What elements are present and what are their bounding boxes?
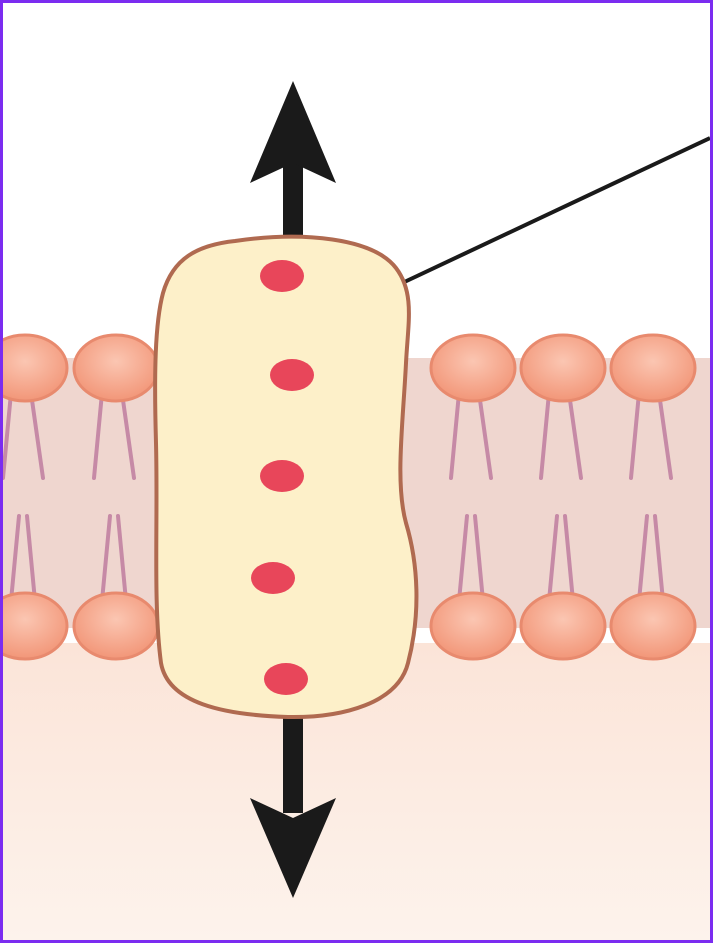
- phospholipid-head: [74, 335, 158, 401]
- phospholipid-head: [74, 593, 158, 659]
- binding-site: [264, 663, 308, 695]
- diagram-canvas: [3, 3, 710, 940]
- binding-site: [260, 260, 304, 292]
- binding-site: [270, 359, 314, 391]
- binding-site: [260, 460, 304, 492]
- phospholipid-head: [521, 335, 605, 401]
- phospholipid-head: [431, 335, 515, 401]
- leader-line: [398, 138, 710, 285]
- phospholipid-head: [521, 593, 605, 659]
- binding-site: [251, 562, 295, 594]
- up-arrow-icon: [250, 81, 336, 248]
- phospholipid-head: [611, 593, 695, 659]
- phospholipid-head: [431, 593, 515, 659]
- phospholipid-head: [611, 335, 695, 401]
